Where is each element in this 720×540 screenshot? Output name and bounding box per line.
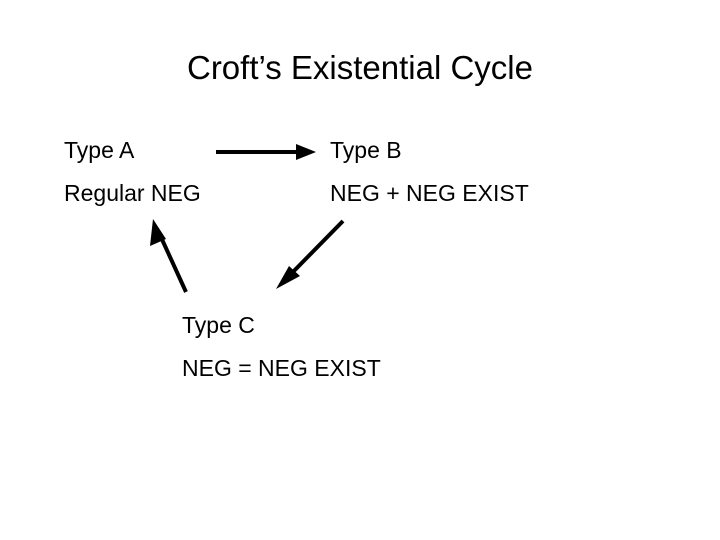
arrow-type-a-to-type-b [216,144,316,160]
arrow-type-b-to-type-c [276,219,345,289]
node-type-b-name: Type B [330,137,402,163]
node-type-a-name: Type A [64,137,135,163]
arrow-type-c-to-type-a [150,219,188,293]
node-type-a-description: Regular NEG [64,180,201,206]
node-type-c-name: Type C [182,312,255,338]
page-title: Croft’s Existential Cycle [186,49,533,86]
node-type-b-description: NEG + NEG EXIST [330,180,529,206]
node-type-c-description: NEG = NEG EXIST [182,355,381,381]
